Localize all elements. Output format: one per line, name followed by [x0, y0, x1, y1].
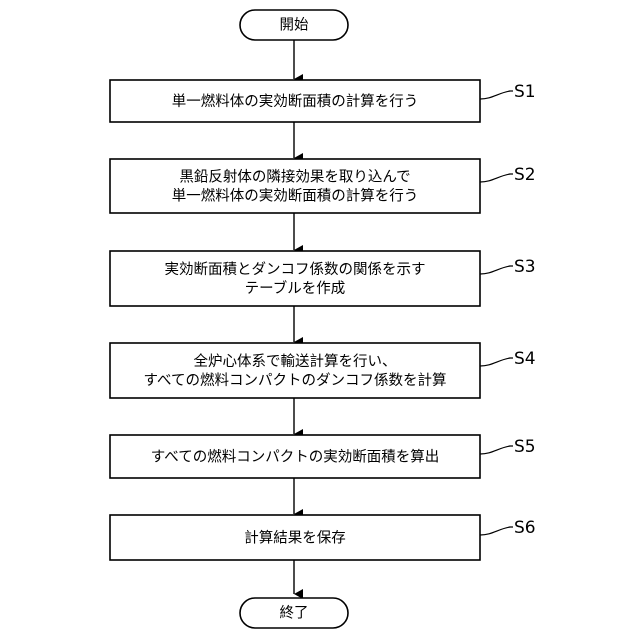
process-step-s1: 単一燃料体の実効断面積の計算を行う S1: [110, 80, 536, 122]
step-id-label: S6: [514, 518, 536, 538]
end-label: 終了: [280, 605, 309, 622]
start-terminator: 開始: [240, 10, 348, 40]
process-steps: 単一燃料体の実効断面積の計算を行うS1黒鉛反射体の隣接効果を取り込んで単一燃料体…: [110, 80, 536, 560]
step-id-label: S1: [514, 82, 536, 102]
step-leader-line: [480, 266, 513, 274]
process-step-text: テーブルを作成: [245, 279, 346, 297]
end-terminator: 終了: [240, 598, 348, 628]
process-step-text: 実効断面積とダンコフ係数の関係を示す: [165, 261, 426, 278]
process-step-text: 計算結果を保存: [244, 530, 346, 547]
step-leader-line: [480, 527, 513, 535]
step-leader-line: [480, 91, 513, 99]
process-box: [110, 343, 480, 398]
process-step-text: 黒鉛反射体の隣接効果を取り込んで: [179, 169, 410, 186]
process-step-s2: 黒鉛反射体の隣接効果を取り込んで単一燃料体の実効断面積の計算を行う S2: [110, 159, 536, 213]
process-step-text: 単一燃料体の実効断面積の計算を行う: [172, 92, 419, 110]
start-label: 開始: [280, 17, 309, 34]
process-step-text: 全炉心体系で輸送計算を行い、: [194, 352, 397, 370]
step-leader-line: [480, 358, 513, 366]
process-box: [110, 159, 480, 213]
step-id-label: S4: [514, 349, 536, 369]
process-step-text: すべての燃料コンパクトのダンコフ係数を計算: [144, 371, 447, 389]
process-step-text: すべての燃料コンパクトの実効断面積を算出: [151, 448, 439, 466]
step-leader-line: [480, 446, 513, 454]
step-id-label: S5: [514, 437, 536, 457]
step-leader-line: [480, 174, 513, 182]
step-id-label: S3: [514, 257, 536, 277]
process-step-s6: 計算結果を保存 S6: [110, 515, 536, 560]
process-step-text: 単一燃料体の実効断面積の計算を行う: [172, 187, 419, 205]
process-step-s3: 実効断面積とダンコフ係数の関係を示すテーブルを作成 S3: [110, 251, 536, 306]
process-step-s4: 全炉心体系で輸送計算を行い、すべての燃料コンパクトのダンコフ係数を計算 S4: [110, 343, 536, 398]
process-step-s5: すべての燃料コンパクトの実効断面積を算出 S5: [110, 435, 536, 478]
step-id-label: S2: [514, 165, 536, 185]
process-box: [110, 251, 480, 306]
